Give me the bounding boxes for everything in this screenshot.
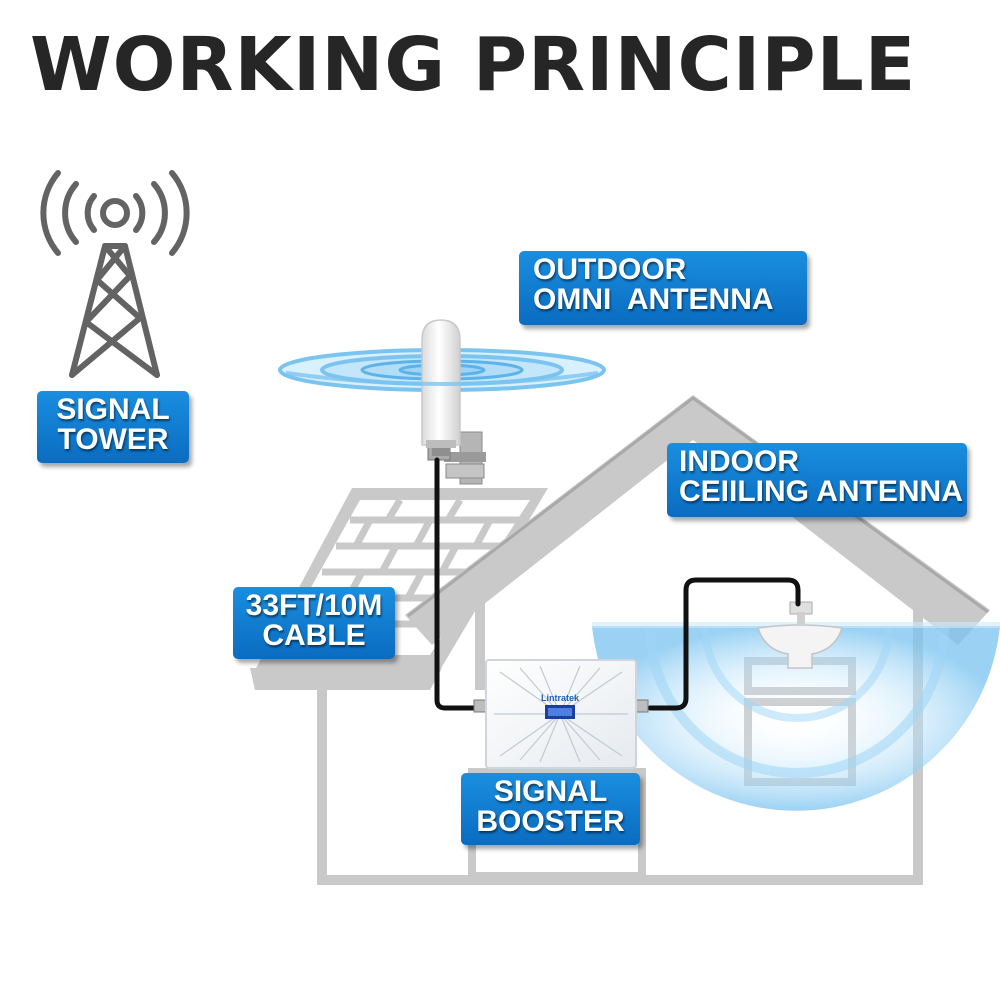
booster-brand-text: Lintratek: [541, 693, 580, 703]
indoor-antenna-label-line-1: INDOOR: [679, 447, 957, 477]
signal-booster-label-line-2: BOOSTER: [471, 807, 630, 837]
page-title: WORKING PRINCIPLE: [30, 22, 916, 108]
signal-booster-label: SIGNAL BOOSTER: [461, 773, 640, 845]
indoor-antenna-label: INDOOR CEIILING ANTENNA: [667, 443, 967, 517]
signal-tower-label-line-1: SIGNAL: [47, 395, 179, 425]
cable-label: 33FT/10M CABLE: [233, 587, 395, 659]
outdoor-antenna-label: OUTDOOR OMNI ANTENNA: [519, 251, 807, 325]
outdoor-omni-antenna-icon: [422, 320, 460, 456]
cable-label-line-1: 33FT/10M: [237, 591, 391, 621]
signal-tower-label-line-2: TOWER: [47, 425, 179, 455]
signal-tower-label: SIGNAL TOWER: [37, 391, 189, 463]
outdoor-antenna-label-line-1: OUTDOOR: [533, 255, 797, 285]
outdoor-antenna-label-line-2: OMNI ANTENNA: [533, 285, 797, 315]
cable-label-line-2: CABLE: [237, 621, 391, 651]
indoor-antenna-label-line-2: CEIILING ANTENNA: [679, 477, 957, 507]
signal-tower-icon: [43, 173, 186, 375]
signal-booster-icon: [474, 660, 648, 768]
signal-booster-label-line-1: SIGNAL: [471, 777, 630, 807]
